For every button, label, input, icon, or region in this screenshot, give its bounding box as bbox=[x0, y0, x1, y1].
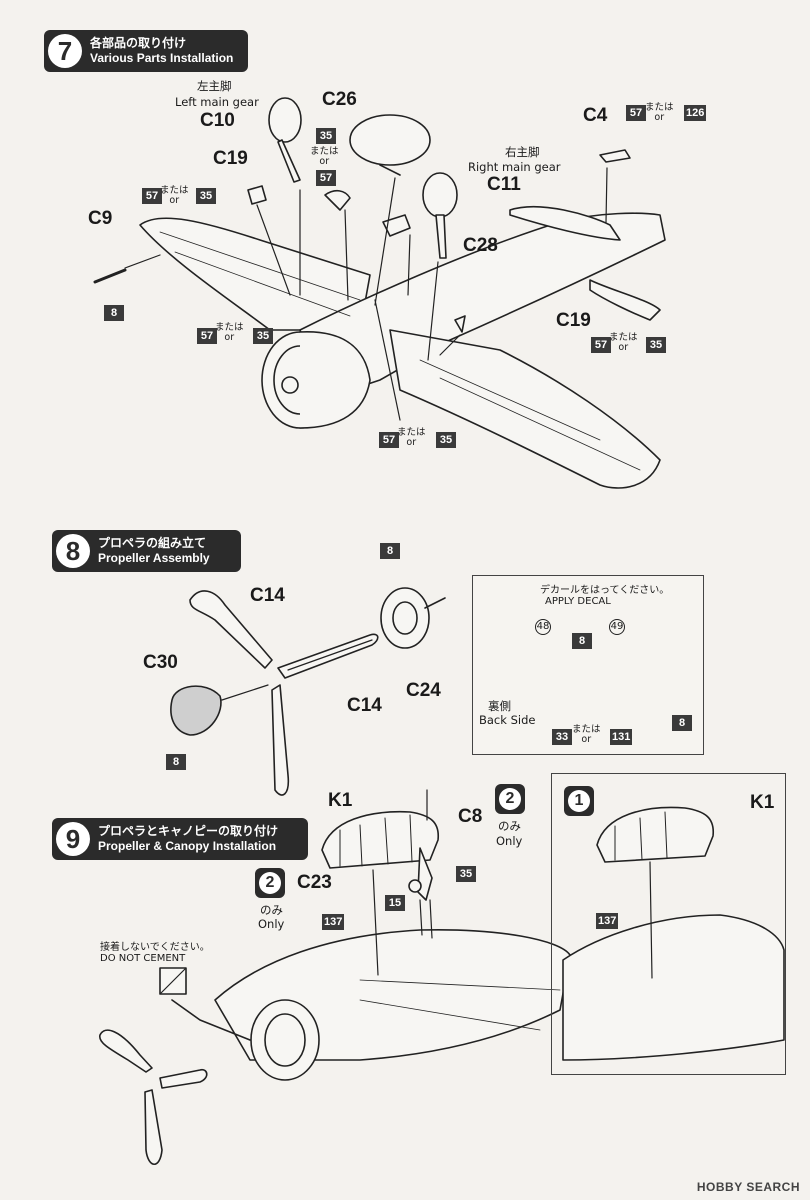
step7-title-en: Various Parts Installation bbox=[90, 51, 234, 65]
step8-header: 8 プロペラの組み立て Propeller Assembly bbox=[52, 530, 241, 572]
part-c19-right: C19 bbox=[556, 310, 591, 331]
decal-number-48: 48 bbox=[535, 619, 551, 635]
color-137: 137 bbox=[322, 914, 345, 930]
color-8: 8 bbox=[572, 633, 592, 649]
decal-label-jp: デカールをはってください。 bbox=[540, 585, 670, 596]
back-side-en: Back Side bbox=[479, 713, 536, 727]
part-c30: C30 bbox=[143, 652, 178, 673]
step9-title-en: Propeller & Canopy Installation bbox=[98, 839, 277, 853]
step9-number: 9 bbox=[56, 822, 90, 856]
step9-header: 9 プロペラとキャノピーの取り付け Propeller & Canopy Ins… bbox=[52, 818, 308, 860]
back-side-jp: 裏側 bbox=[488, 699, 511, 713]
aircraft-bottom-view bbox=[139, 205, 666, 489]
part-c10: C10 bbox=[200, 110, 235, 131]
color-35: 35 bbox=[196, 188, 216, 204]
no-cement-jp: 接着しないでください。 bbox=[100, 942, 210, 953]
part-c9: C9 bbox=[88, 208, 113, 229]
color-35: 35 bbox=[646, 337, 666, 353]
part-c24: C24 bbox=[406, 680, 441, 701]
only-label-jp: のみ bbox=[498, 819, 521, 833]
part-c11: C11 bbox=[487, 174, 521, 195]
left-gear-label-jp: 左主脚 bbox=[197, 79, 232, 93]
step8-title-jp: プロペラの組み立て bbox=[98, 536, 207, 550]
color-131: 131 bbox=[610, 729, 633, 745]
part-c14: C14 bbox=[250, 585, 285, 606]
color-57: 57 bbox=[626, 105, 646, 121]
color-8: 8 bbox=[672, 715, 692, 731]
color-35: 35 bbox=[253, 328, 273, 344]
step7-number: 7 bbox=[48, 34, 82, 68]
color-57: 57 bbox=[591, 337, 611, 353]
color-15: 15 bbox=[385, 895, 405, 911]
fuselage-step9 bbox=[214, 928, 571, 1081]
color-35: 35 bbox=[436, 432, 456, 448]
canopy-main bbox=[321, 810, 439, 869]
step7-header: 7 各部品の取り付け Various Parts Installation bbox=[44, 30, 248, 72]
right-gear-label-jp: 右主脚 bbox=[505, 145, 540, 159]
part-k1-inset: K1 bbox=[750, 792, 775, 813]
part-c26: C26 bbox=[322, 89, 357, 110]
part-c4: C4 bbox=[583, 105, 608, 126]
no-cement-en: DO NOT CEMENT bbox=[100, 953, 186, 964]
step7-title-jp: 各部品の取り付け bbox=[90, 36, 187, 50]
propeller-installed bbox=[99, 1029, 208, 1166]
watermark: HOBBY SEARCH bbox=[696, 1180, 800, 1194]
option-1-badge: 1 bbox=[564, 786, 594, 816]
color-33: 33 bbox=[552, 729, 572, 745]
left-main-gear bbox=[268, 97, 302, 183]
color-35: 35 bbox=[316, 128, 336, 144]
color-8: 8 bbox=[380, 543, 400, 559]
step8-number: 8 bbox=[56, 534, 90, 568]
decal-label-en: APPLY DECAL bbox=[545, 596, 611, 607]
part-c8: C8 bbox=[458, 806, 483, 827]
decal-number-49: 49 bbox=[609, 619, 625, 635]
part-c19: C19 bbox=[213, 148, 248, 169]
color-126: 126 bbox=[684, 105, 707, 121]
part-c14: C14 bbox=[347, 695, 382, 716]
part-c28: C28 bbox=[463, 235, 498, 256]
color-137: 137 bbox=[596, 913, 619, 929]
option-2-badge: 2 bbox=[495, 784, 525, 814]
color-57: 57 bbox=[379, 432, 399, 448]
option-2-badge: 2 bbox=[255, 868, 285, 898]
color-57: 57 bbox=[197, 328, 217, 344]
right-main-gear bbox=[422, 172, 458, 259]
propeller-assembly bbox=[170, 587, 446, 796]
only-label-jp: のみ bbox=[260, 903, 283, 917]
canopy-option-1-inset bbox=[551, 773, 786, 1075]
color-8: 8 bbox=[104, 305, 124, 321]
only-label-en: Only bbox=[258, 917, 285, 931]
part-k1: K1 bbox=[328, 790, 353, 811]
color-57: 57 bbox=[316, 170, 336, 186]
color-8: 8 bbox=[166, 754, 186, 770]
canopy-inset bbox=[562, 806, 785, 1061]
left-gear-label-en: Left main gear bbox=[175, 95, 259, 109]
decal-instruction-box bbox=[472, 575, 704, 755]
step8-title-en: Propeller Assembly bbox=[98, 551, 210, 565]
step9-title-jp: プロペラとキャノピーの取り付け bbox=[98, 824, 279, 838]
part-c23: C23 bbox=[297, 872, 332, 893]
right-gear-label-en: Right main gear bbox=[468, 160, 561, 174]
color-35: 35 bbox=[456, 866, 476, 882]
color-57: 57 bbox=[142, 188, 162, 204]
only-label-en: Only bbox=[496, 834, 523, 848]
